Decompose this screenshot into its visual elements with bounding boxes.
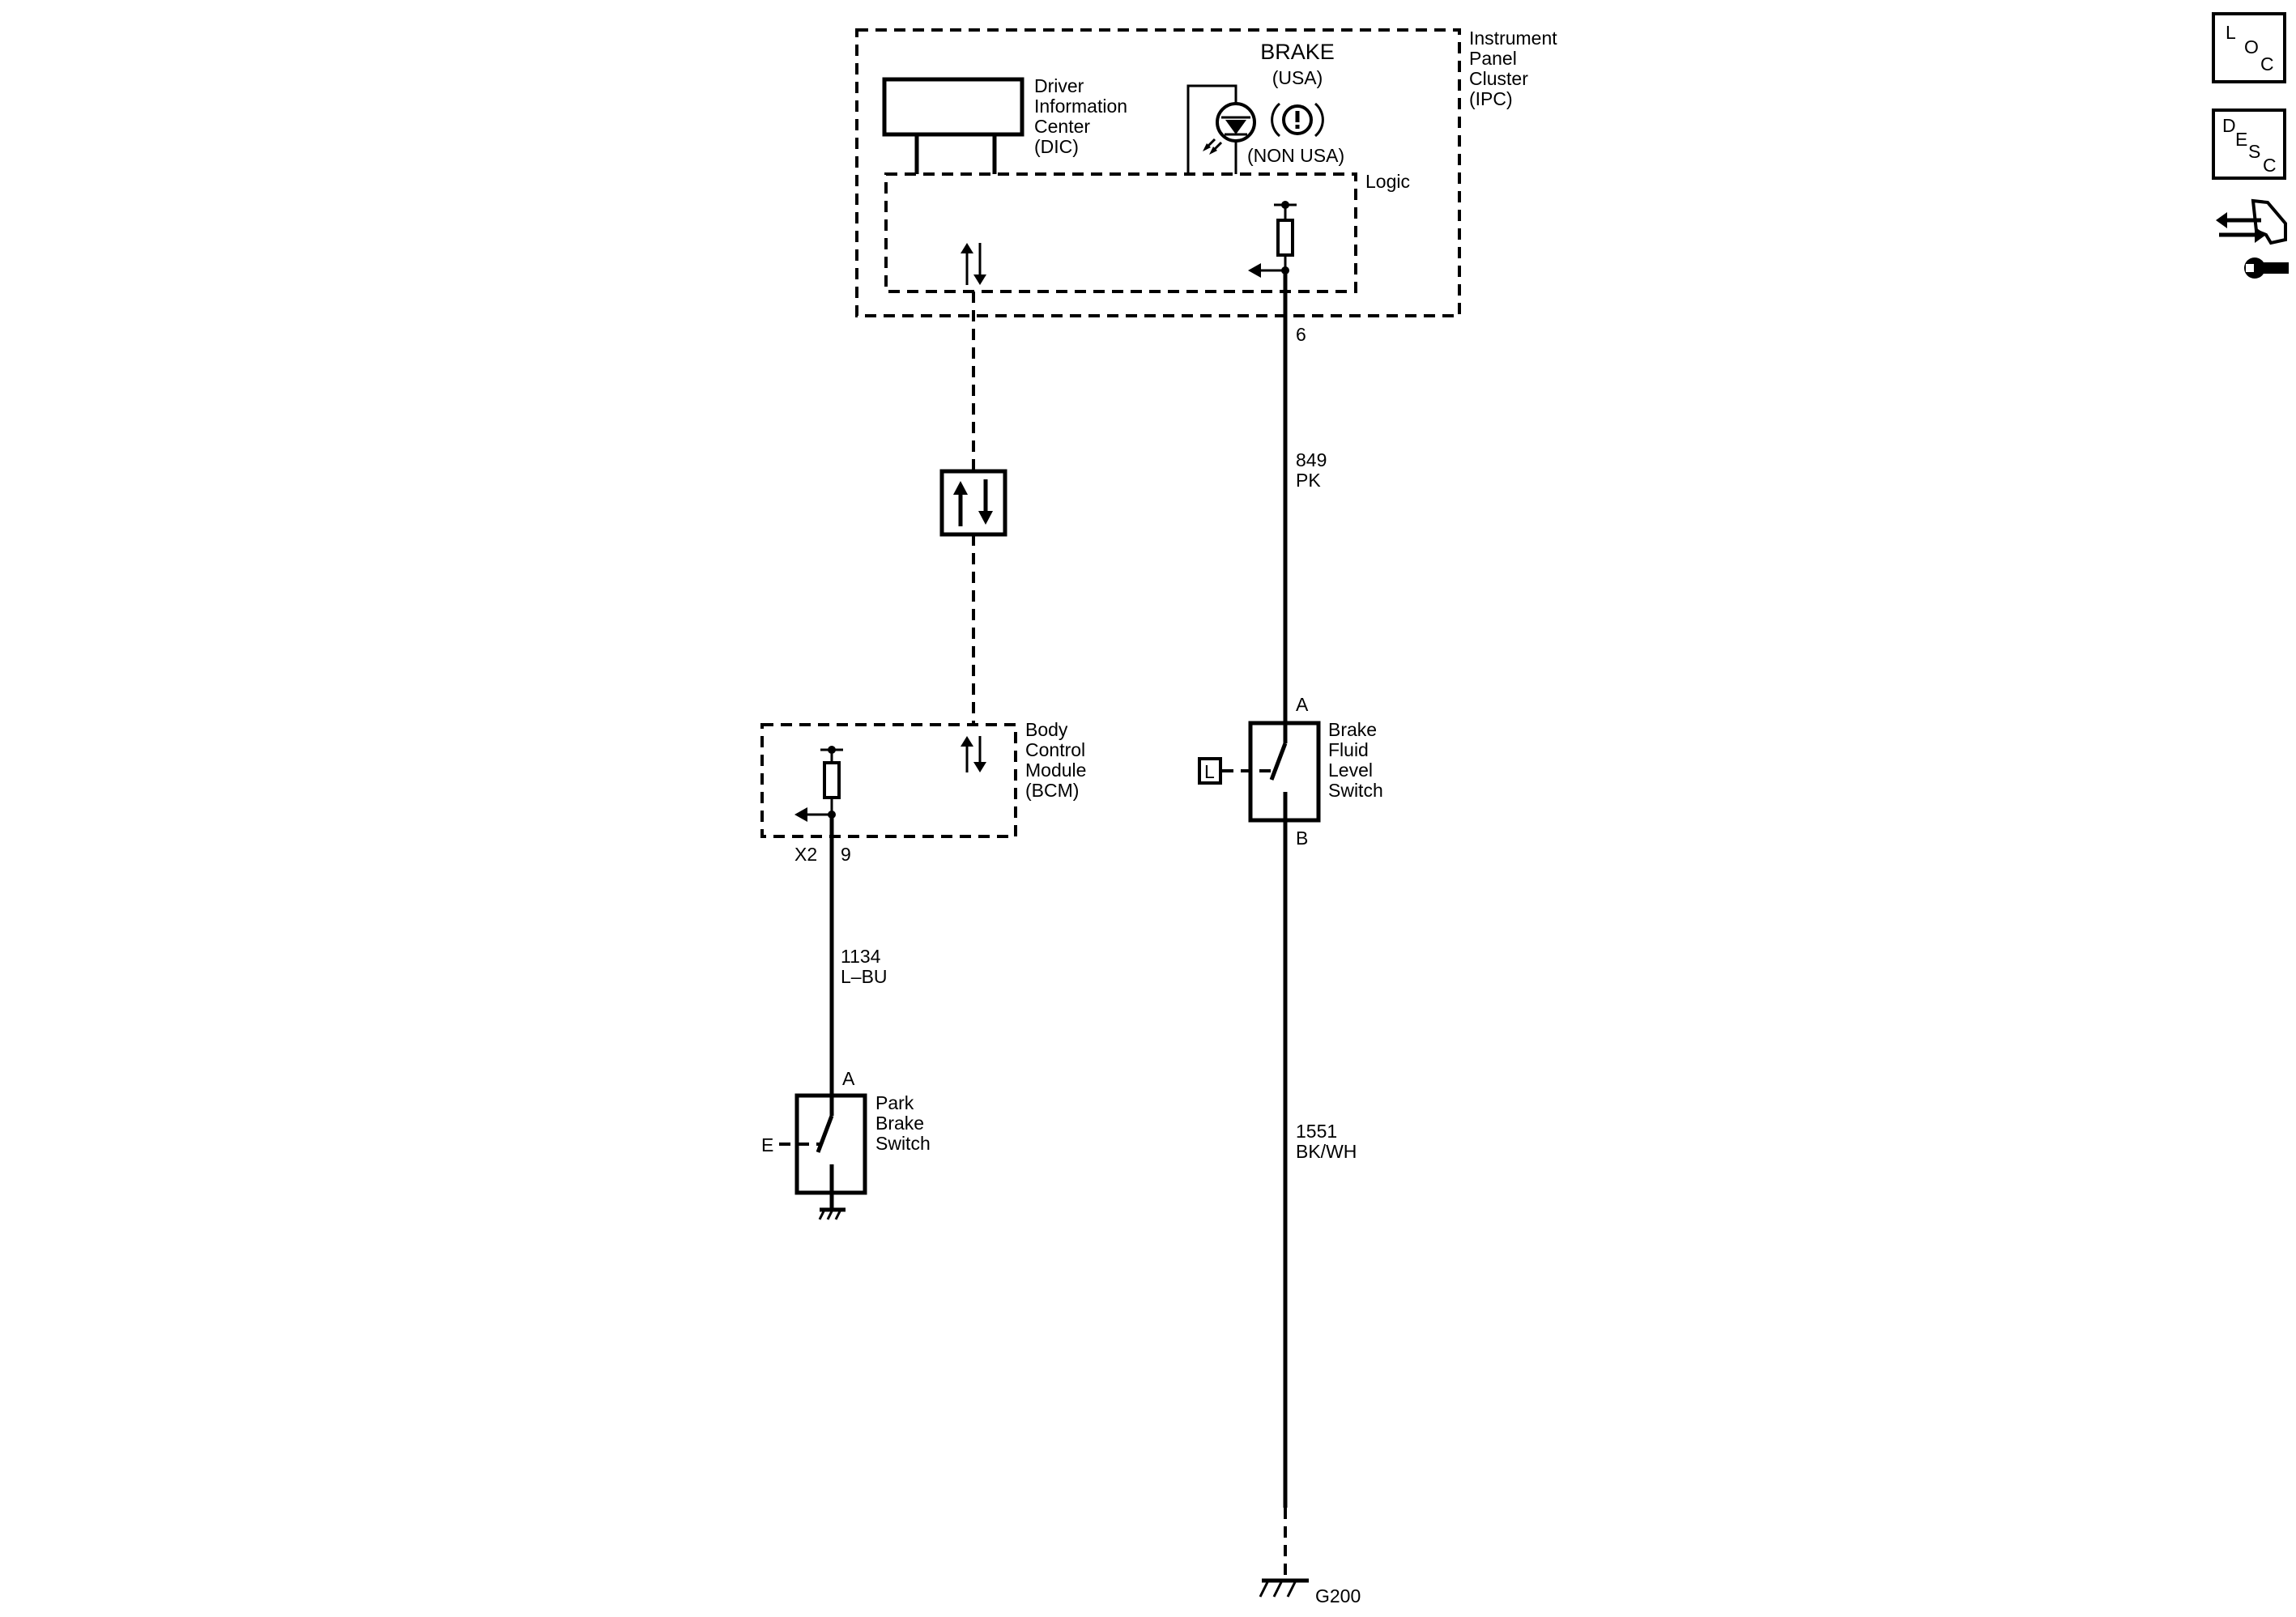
brake-fluid-switch-label: Brake Fluid Level Switch — [1328, 719, 1383, 801]
brake-fluid-level-switch: A L Brake Fluid Level Switch B — [1198, 694, 1383, 849]
ground-g200-icon — [1259, 1578, 1309, 1598]
ipc-label: Instrument Panel Cluster (IPC) — [1469, 28, 1562, 109]
brake-fluid-terminal-a: A — [1296, 694, 1309, 715]
wire-1551-circuit: 1551 — [1296, 1121, 1337, 1142]
park-brake-terminal-a: A — [842, 1068, 855, 1089]
brake-fluid-terminal-b: B — [1296, 828, 1308, 849]
bcm-boundary — [760, 723, 1017, 838]
bcm-connector-label: X2 — [794, 844, 817, 865]
wire-849-circuit: 849 — [1296, 449, 1327, 470]
ipc-boundary — [855, 28, 1461, 317]
wire-849-color: PK — [1296, 470, 1321, 491]
svg-text:L: L — [1204, 761, 1215, 782]
dic-display — [882, 77, 1024, 174]
svg-text:O: O — [2244, 36, 2259, 57]
bcm-pin-label: 9 — [841, 844, 851, 865]
serial-data-box — [939, 469, 1007, 537]
svg-text:E: E — [2235, 129, 2247, 150]
ipc-pullup-resistor — [1248, 201, 1297, 278]
logic-label: Logic — [1365, 171, 1410, 192]
bcm-module: Body Control Module (BCM) X2 9 — [760, 719, 1092, 865]
park-brake-case-ground-icon — [818, 1207, 846, 1220]
ground-g200-label: G200 — [1315, 1585, 1361, 1606]
loc-icon[interactable]: L O C — [2212, 12, 2286, 83]
svg-text:L: L — [2226, 22, 2236, 43]
desc-icon[interactable]: D E S C — [2212, 109, 2286, 180]
bcm-pullup-resistor — [794, 746, 843, 822]
svg-text:C: C — [2263, 155, 2277, 176]
ipc-serial-data-arrows-icon — [961, 243, 986, 285]
serial-data-link — [939, 291, 1007, 725]
ipc-logic-boundary — [884, 172, 1357, 293]
brake-lamp-led-icon — [1186, 84, 1256, 174]
svg-text:S: S — [2248, 141, 2260, 162]
svg-text:D: D — [2222, 115, 2236, 136]
svg-text:C: C — [2260, 53, 2274, 74]
bcm-serial-data-arrows-icon — [961, 736, 986, 772]
wire-1134-color: L–BU — [841, 966, 888, 987]
brake-fluid-location-tag: L — [1198, 757, 1222, 785]
dic-label: Driver Information Center (DIC) — [1034, 75, 1132, 157]
brake-indicator-non-usa: (NON USA) — [1247, 145, 1344, 166]
wire-1551-color: BK/WH — [1296, 1141, 1357, 1162]
ipc-pin-label: 6 — [1296, 324, 1306, 345]
park-brake-location-tag: E — [761, 1134, 773, 1155]
brake-indicator-usa: (USA) — [1272, 67, 1323, 88]
park-brake-switch: A E Park Brake Switch — [761, 1068, 931, 1220]
park-brake-switch-label: Park Brake Switch — [875, 1092, 931, 1154]
bcm-label: Body Control Module (BCM) — [1025, 719, 1092, 801]
wire-1134-circuit: 1134 — [841, 946, 881, 967]
ipc-module: Instrument Panel Cluster (IPC) Driver In… — [855, 28, 1562, 345]
brake-warning-symbol-icon — [1271, 102, 1324, 138]
connector-wrench-icon[interactable] — [2216, 198, 2289, 279]
serial-data-box-arrows-icon — [953, 479, 993, 526]
brake-indicator-title: BRAKE — [1260, 40, 1335, 64]
